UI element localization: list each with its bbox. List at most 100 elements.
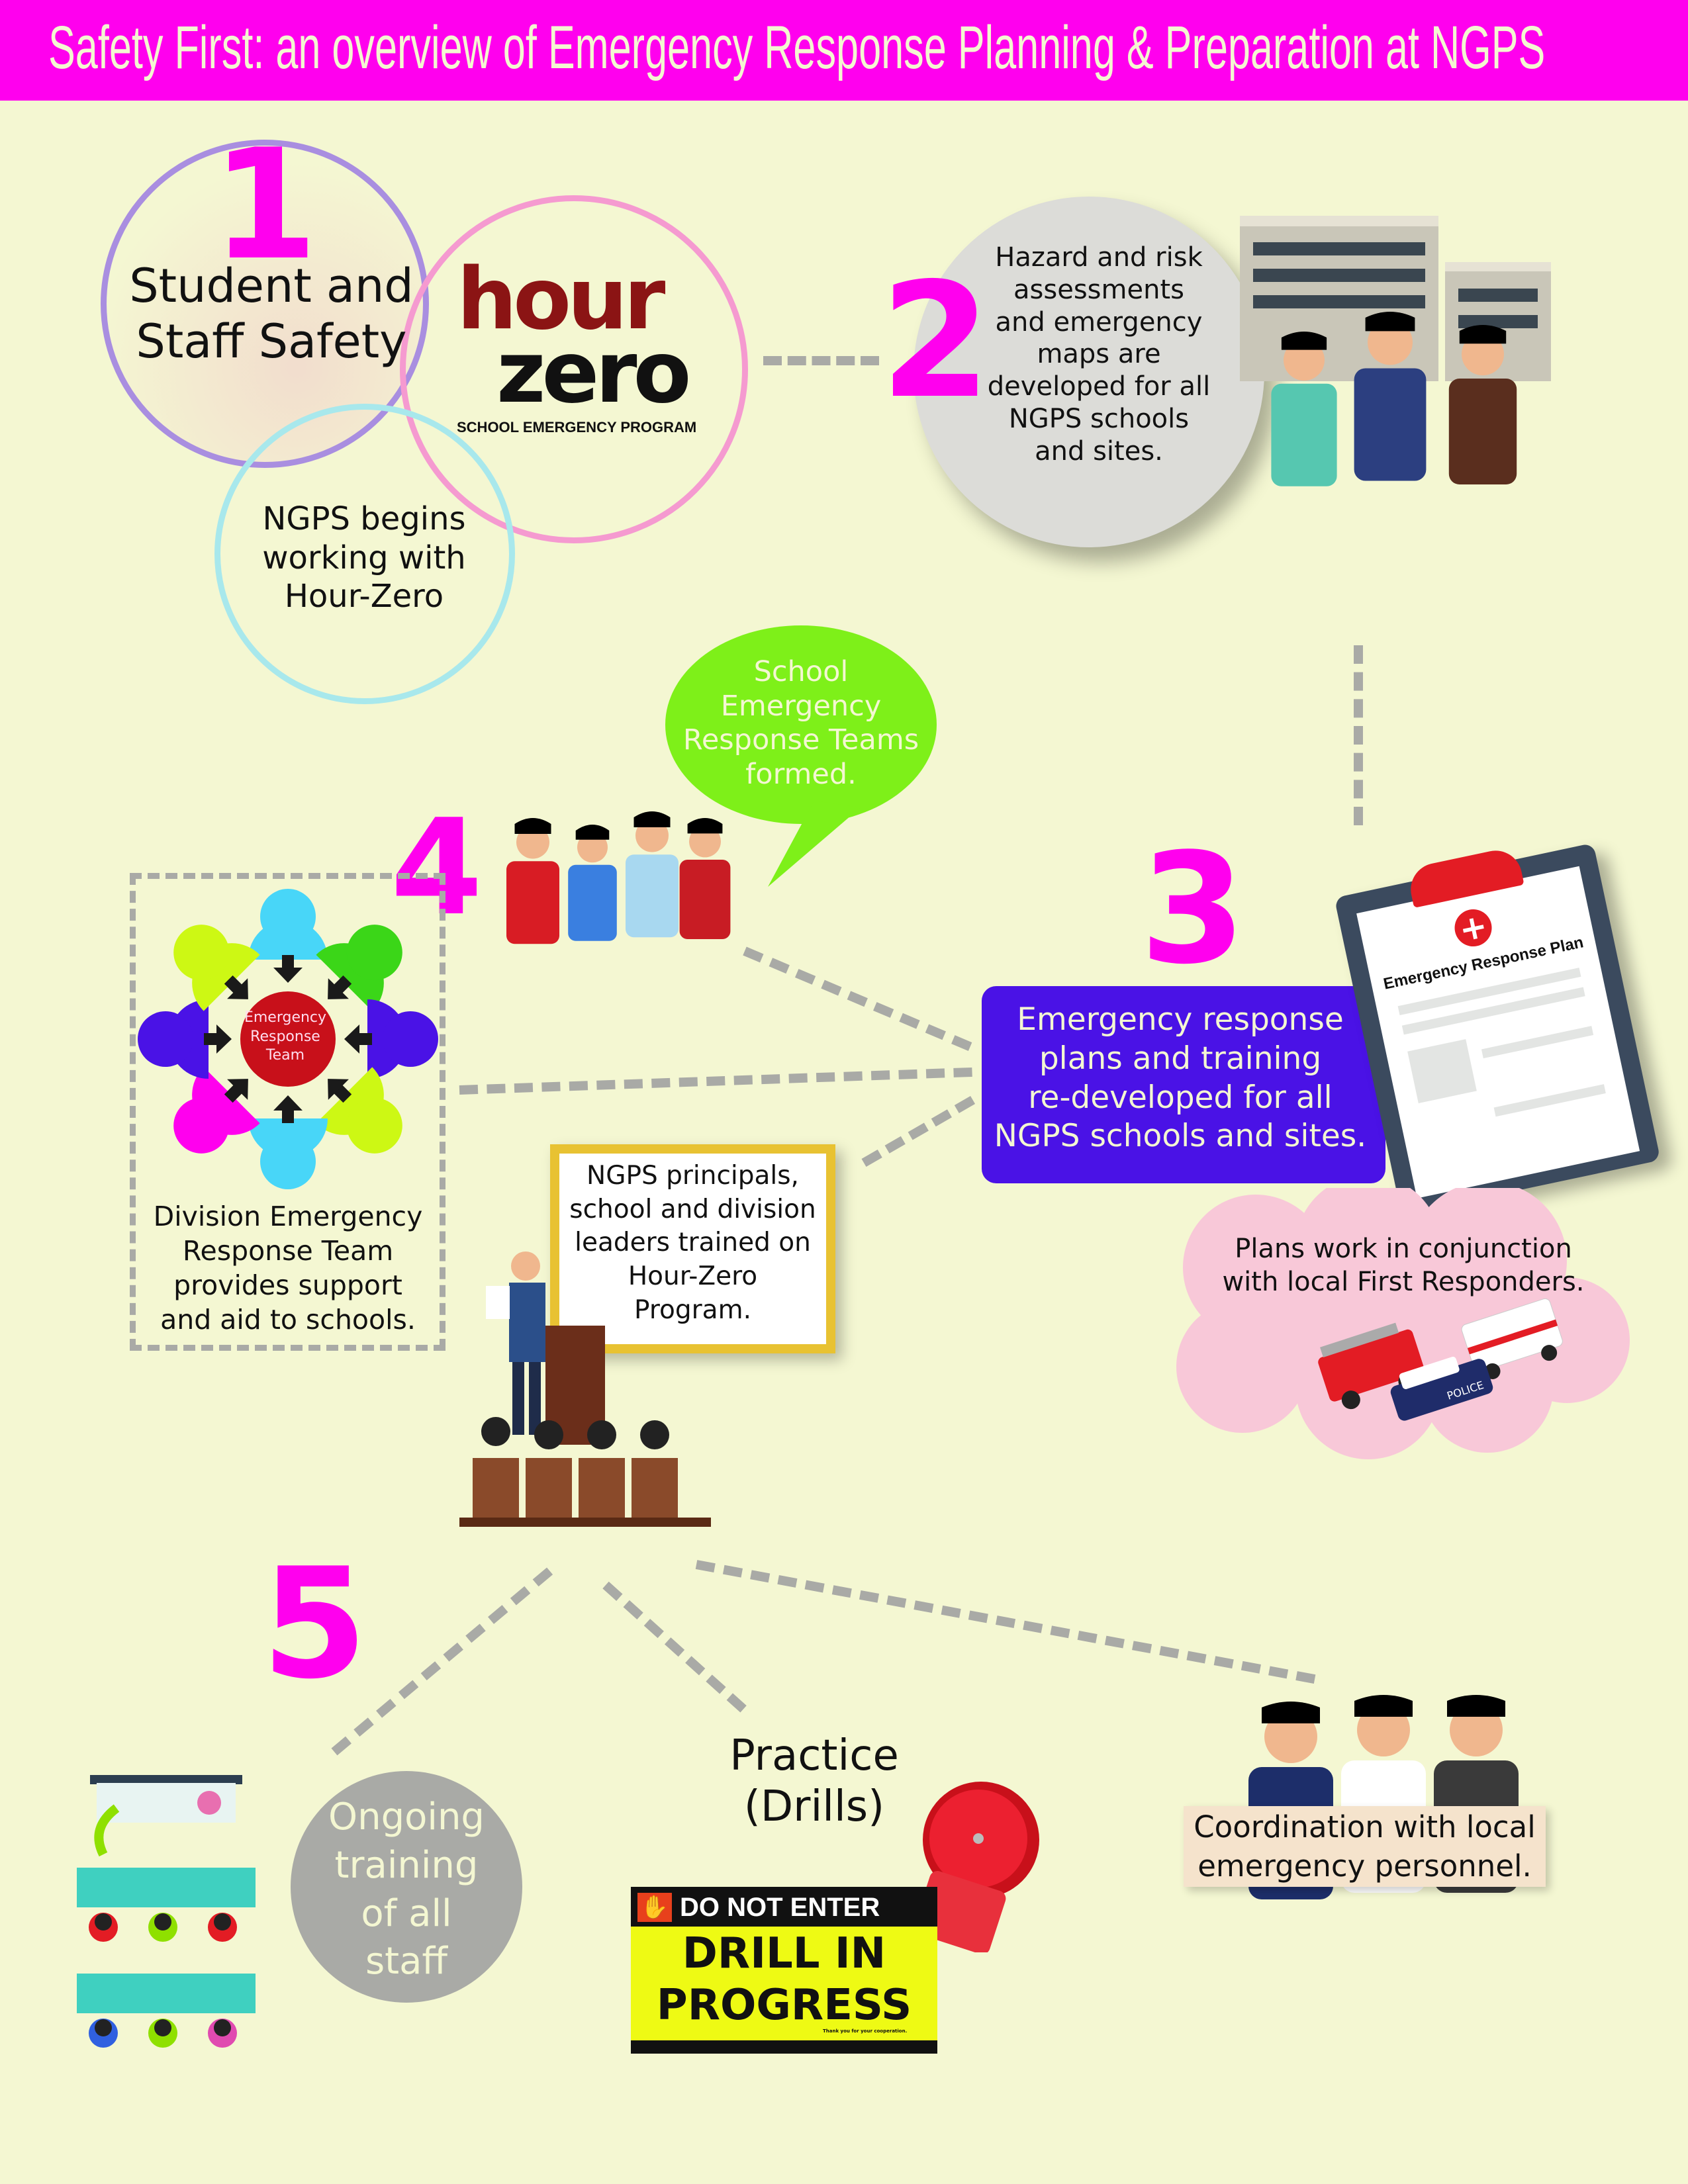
text-line: School: [753, 655, 849, 688]
connector-division-to-plans: [459, 1067, 972, 1095]
practice-drills-text: Practice (Drills): [682, 1731, 947, 1833]
text-line: leaders trained on: [575, 1228, 811, 1258]
text-line: emergency personnel.: [1197, 1848, 1532, 1884]
person-figure: [679, 818, 731, 939]
team-member-icon: [344, 999, 438, 1079]
text-line: Response: [250, 1028, 320, 1045]
safety-circle: [101, 140, 429, 468]
logo-tagline: SCHOOL EMERGENCY PROGRAM: [457, 418, 697, 435]
text-line: NGPS principals,: [586, 1161, 799, 1191]
text-line: Response Team: [182, 1235, 394, 1267]
team-member-icon: [173, 1067, 260, 1154]
do-not-enter-text: DO NOT ENTER: [680, 1893, 880, 1922]
connector-training-to-plans: [861, 1095, 976, 1167]
text-line: (Drills): [743, 1782, 885, 1831]
progress-text: PROGRESS: [656, 1981, 912, 2030]
step-number-1: 1: [212, 117, 318, 294]
team-member-icon: [248, 889, 328, 983]
leaders-trained-frame: [550, 1144, 835, 1353]
team-member-icon: [316, 925, 402, 1011]
person-figure: [1271, 332, 1337, 486]
text-line: Hour-Zero: [284, 578, 444, 615]
text-line: NGPS schools: [1008, 403, 1190, 434]
text-line: Emergency: [244, 1009, 327, 1026]
text-line: Emergency: [720, 689, 882, 723]
arrow-icon: [204, 1024, 232, 1054]
text-line: Coordination with local: [1194, 1809, 1536, 1844]
logo-word-zero: zero: [496, 324, 691, 423]
text-line: and emergency: [995, 306, 1203, 338]
connector-training-to-drills: [602, 1581, 747, 1713]
ngps-begins-circle: [214, 404, 515, 704]
team-member-icon: [316, 1067, 402, 1154]
person-figure: [568, 825, 617, 941]
connector-1-2: [763, 356, 879, 365]
text-line: Staff Safety: [136, 314, 407, 369]
text-line: developed for all: [987, 371, 1211, 402]
text-line: Practice: [729, 1731, 899, 1780]
coordination-banner: [1184, 1806, 1546, 1887]
team-people-illustration: [493, 811, 745, 1062]
text-line: maps are: [1037, 339, 1161, 370]
text-line: Response Teams: [682, 723, 919, 757]
first-responders-text: Plans work in conjunction with local Fir…: [1178, 1232, 1628, 1298]
ongoing-training-text: Ongoing training of all staff: [291, 1794, 522, 1986]
page-title: Safety First: an overview of Emergency R…: [48, 14, 1546, 81]
team-center-circle: [240, 991, 336, 1087]
plans-text: Emergency response plans and training re…: [982, 1001, 1379, 1156]
step-number-5: 5: [261, 1536, 368, 1713]
text-line: and sites.: [1035, 435, 1163, 467]
step-number-2: 2: [880, 248, 991, 433]
text-line: training: [334, 1843, 479, 1887]
text-line: Team: [265, 1047, 305, 1064]
ongoing-training-circle: [291, 1771, 522, 2003]
ngps-begins-text: NGPS begins working with Hour-Zero: [218, 500, 510, 616]
team-member-icon: [173, 925, 260, 1011]
drill-in-text: DRILL IN: [682, 1929, 886, 1978]
speech-bubble: [665, 625, 937, 887]
drill-sign: ✋ DO NOT ENTER DRILL IN PROGRESS Thank y…: [631, 1887, 937, 2054]
lecture-illustration: [459, 1251, 711, 1527]
student-staff-safety-text: Student and Staff Safety: [106, 258, 437, 369]
text-line: NGPS schools and sites.: [994, 1118, 1367, 1155]
text-line: assessments: [1013, 274, 1184, 305]
person-figure: [506, 818, 559, 944]
plans-box: [982, 986, 1385, 1183]
text-line: Program.: [634, 1295, 751, 1325]
text-line: Emergency response: [1017, 1001, 1344, 1038]
text-line: school and division: [569, 1194, 816, 1224]
logo-word-hour: hour: [457, 250, 665, 349]
classroom-illustration: [77, 1775, 256, 2048]
text-line: working with: [262, 539, 466, 576]
connector-team-to-plans: [743, 946, 972, 1052]
teams-formed-text: School Emergency Response Teams formed.: [669, 655, 933, 792]
team-wheel-illustration: [138, 889, 438, 1189]
arrow-icon: [328, 1079, 352, 1103]
coordination-text: Coordination with local emergency person…: [1184, 1808, 1546, 1886]
thank-you-text: Thank you for your cooperation.: [823, 2028, 908, 2034]
text-line: Hour-Zero: [628, 1261, 758, 1292]
hazard-circle: [914, 197, 1264, 547]
person-figure: [1448, 325, 1517, 484]
text-line: and aid to schools.: [160, 1304, 416, 1336]
connector-2-3: [1354, 645, 1363, 825]
text-line: formed.: [745, 757, 857, 791]
division-support-text: Division Emergency Response Team provide…: [136, 1199, 440, 1337]
person-figure: [1354, 312, 1427, 481]
team-member-icon: [248, 1095, 328, 1189]
step-number-3: 3: [1140, 821, 1246, 998]
text-line: provides support: [173, 1269, 402, 1302]
header-banner: Safety First: an overview of Emergency R…: [0, 0, 1688, 101]
staff-people-illustration: [1251, 311, 1549, 622]
leaders-trained-text: NGPS principals, school and division lea…: [559, 1160, 826, 1327]
school-building-illustration: [1240, 216, 1551, 381]
text-line: of all: [361, 1891, 452, 1935]
arrow-icon: [273, 1095, 303, 1123]
connector-training-to-coordination: [695, 1560, 1316, 1684]
arrow-icon: [224, 975, 248, 999]
text-line: staff: [365, 1940, 448, 1983]
text-line: plans and training: [1039, 1040, 1322, 1077]
text-line: Hazard and risk: [995, 242, 1203, 273]
text-line: with local First Responders.: [1222, 1267, 1585, 1297]
arrow-icon: [344, 1024, 372, 1054]
